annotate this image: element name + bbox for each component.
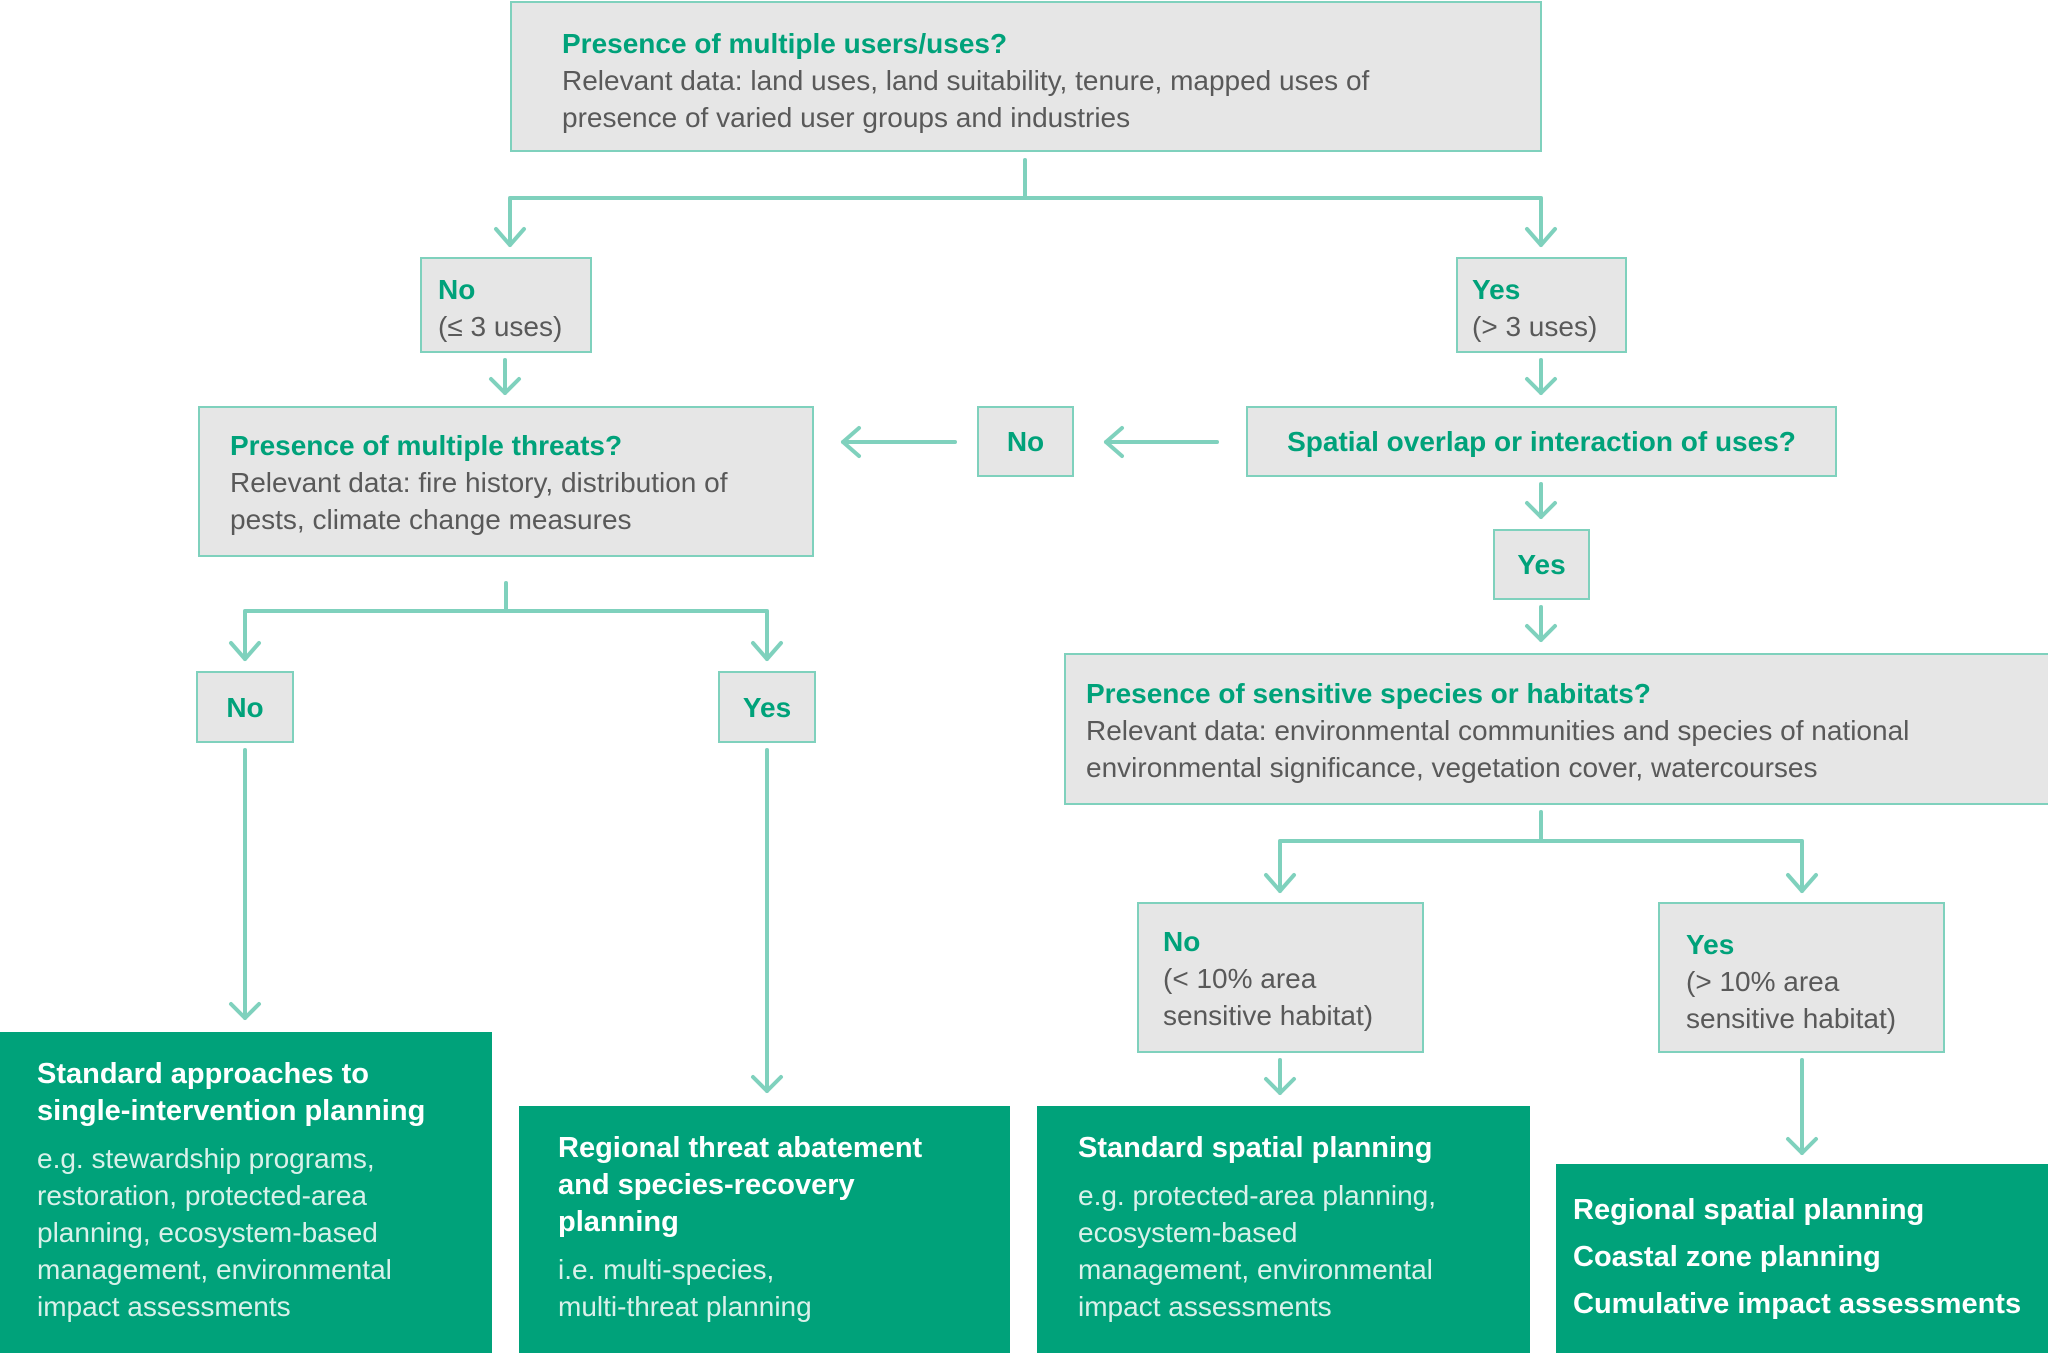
connector-threats-split [243,581,769,661]
outcome-title-line: planning [558,1206,679,1238]
outcome-title-line: and species-recovery [558,1169,855,1201]
arrowhead [751,1075,783,1093]
answer-detail: (> 3 uses) [1472,311,1598,342]
arrowhead [751,641,783,661]
question-multiple-uses: Presence of multiple users/uses? Relevan… [510,1,1542,152]
answer-label: Yes [1472,274,1521,305]
arrowhead [1525,227,1557,247]
question-detail-line: environmental significance, vegetation c… [1086,752,1818,783]
arrowhead [1264,873,1296,893]
outcome-detail-line: management, environmental [1078,1254,1433,1285]
outcome-detail-line: impact assessments [1078,1291,1332,1322]
outcome-item: Cumulative impact assessments [1573,1288,2022,1320]
answer-no-overlap: No [977,406,1074,477]
connector-q1-split [508,158,1543,247]
outcome-standard-spatial-planning: Standard spatial planning e.g. protected… [1037,1106,1530,1353]
arrowhead [494,227,526,247]
connector-sensitive-split [1278,810,1804,893]
question-title: Presence of multiple users/uses? [562,28,1008,59]
answer-detail-line: sensitive habitat) [1163,1000,1374,1031]
arrowhead [1104,426,1124,458]
answer-label: Yes [1686,929,1735,960]
arrowhead [229,641,261,661]
answer-yes-overlap: Yes [1493,529,1590,600]
outcome-detail-line: e.g. protected-area planning, [1078,1180,1437,1211]
outcome-detail-line: e.g. stewardship programs, [37,1143,375,1174]
answer-label: No [438,274,476,305]
question-title: Spatial overlap or interaction of uses? [1287,426,1796,457]
question-detail-line: Relevant data: land uses, land suitabili… [562,65,1370,96]
question-title: Presence of sensitive species or habitat… [1086,678,1651,709]
question-title: Presence of multiple threats? [230,430,623,461]
outcome-detail-line: multi-threat planning [558,1291,812,1322]
answer-label: No [1006,426,1045,457]
arrowhead [1525,624,1557,642]
question-multiple-threats: Presence of multiple threats? Relevant d… [198,406,814,557]
arrowhead [1264,1077,1296,1095]
answer-detail-line: (< 10% area [1163,963,1317,994]
question-detail-line: Relevant data: environmental communities… [1086,715,1910,746]
answer-label: Yes [1517,549,1566,580]
outcome-detail-line: impact assessments [37,1291,291,1322]
answer-yes-threats: Yes [718,671,816,743]
outcome-detail-line: planning, ecosystem-based [37,1217,378,1248]
outcome-title-line: single-intervention planning [37,1095,426,1127]
answer-label: No [1163,926,1201,957]
arrowhead [1525,501,1557,519]
outcome-detail-line: ecosystem-based [1078,1217,1298,1248]
outcome-detail-line: i.e. multi-species, [558,1254,775,1285]
arrowhead [489,377,521,395]
question-sensitive-habitats: Presence of sensitive species or habitat… [1064,653,2048,805]
answer-label: No [226,691,264,723]
question-detail-line: presence of varied user groups and indus… [562,102,1131,133]
outcome-item: Regional spatial planning [1573,1194,1925,1226]
arrowhead [1786,1137,1818,1155]
outcome-standard-single-intervention: Standard approaches to single-interventi… [0,1032,492,1353]
question-detail-line: pests, climate change measures [230,504,632,535]
answer-label: Yes [742,691,792,723]
question-detail-line: Relevant data: fire history, distributio… [230,467,728,498]
outcome-detail-line: management, environmental [37,1254,392,1285]
arrowhead [841,426,861,458]
question-spatial-overlap: Spatial overlap or interaction of uses? [1246,406,1837,477]
outcome-item: Coastal zone planning [1573,1241,1881,1273]
answer-no-uses: No (≤ 3 uses) [420,257,592,353]
outcome-regional-threat-abatement: Regional threat abatement and species-re… [519,1106,1010,1353]
outcome-title-line: Standard approaches to [37,1058,369,1090]
answer-detail-line: (> 10% area [1686,966,1840,997]
answer-no-threats: No [196,671,294,743]
outcome-title-line: Standard spatial planning [1078,1132,1433,1164]
answer-detail: (≤ 3 uses) [438,311,563,342]
answer-yes-sensitive: Yes (> 10% area sensitive habitat) [1658,902,1945,1053]
arrowhead [229,1002,261,1020]
answer-no-sensitive: No (< 10% area sensitive habitat) [1137,902,1424,1053]
answer-yes-uses: Yes (> 3 uses) [1456,257,1627,353]
outcome-title-line: Regional threat abatement [558,1132,923,1164]
arrowhead [1525,377,1557,395]
outcome-detail-line: restoration, protected-area [37,1180,367,1211]
outcome-regional-spatial-planning: Regional spatial planning Coastal zone p… [1556,1164,2048,1353]
answer-detail-line: sensitive habitat) [1686,1003,1897,1034]
arrowhead [1786,873,1818,893]
